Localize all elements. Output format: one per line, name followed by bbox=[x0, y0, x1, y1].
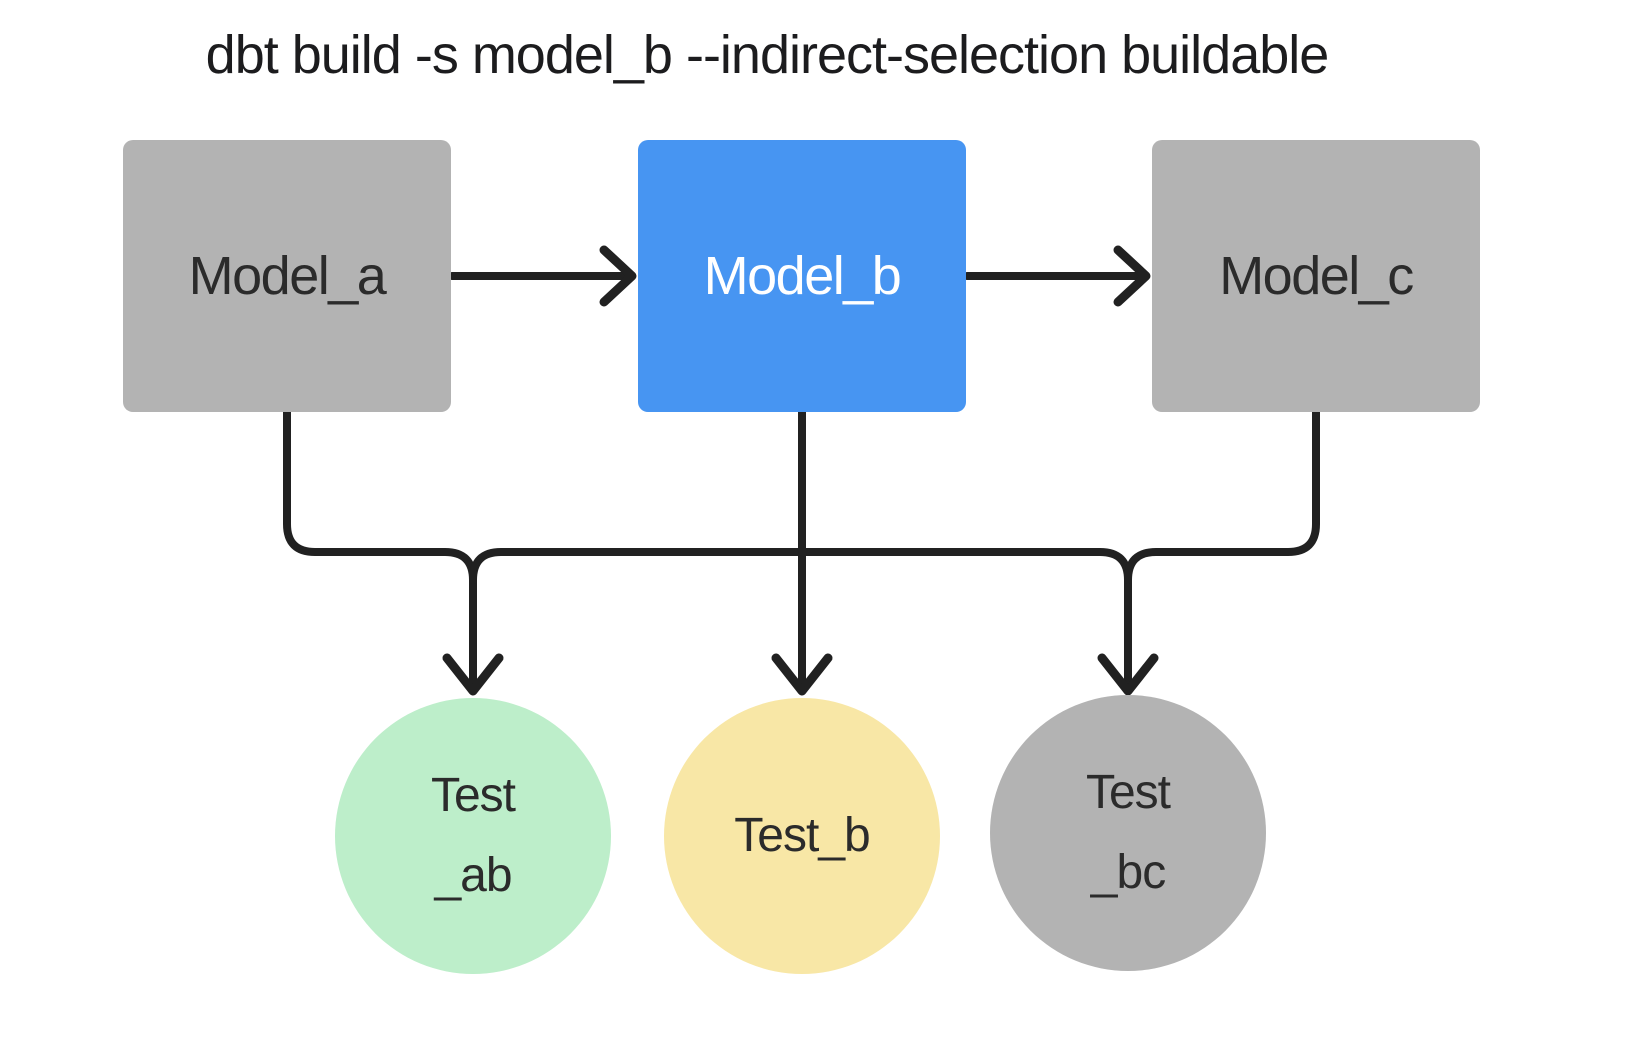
node-test-bc-label-line1: Test bbox=[1085, 766, 1171, 819]
edge-model-c-to-test-bc bbox=[1124, 402, 1320, 584]
diagram-title: dbt build -s model_b --indirect-selectio… bbox=[205, 25, 1330, 85]
node-test-bc: Test _bc bbox=[990, 695, 1266, 971]
node-test-ab-label-line1: Test bbox=[430, 769, 516, 822]
arrowhead-model-c bbox=[1113, 245, 1151, 307]
arrowhead-test-b bbox=[771, 653, 833, 696]
node-test-ab-label-line2: _ab bbox=[434, 849, 512, 902]
node-test-ab: Test _ab bbox=[335, 698, 611, 974]
edge-model-b-to-test-bc bbox=[798, 548, 1132, 690]
node-model-a-label: Model_a bbox=[188, 246, 387, 306]
node-model-b: Model_b bbox=[638, 140, 966, 412]
node-test-b: Test_b bbox=[664, 698, 940, 974]
arrowhead-test-ab bbox=[442, 653, 504, 696]
node-test-bc-label-line2: _bc bbox=[1090, 846, 1166, 899]
node-model-c: Model_c bbox=[1152, 140, 1480, 412]
node-model-c-label: Model_c bbox=[1219, 246, 1414, 306]
arrowhead-test-bc bbox=[1097, 653, 1159, 696]
node-model-b-label: Model_b bbox=[703, 246, 902, 306]
node-test-b-label-line1: Test_b bbox=[734, 809, 870, 862]
edge-model-b-to-test-ab bbox=[469, 548, 806, 584]
arrowhead-model-b bbox=[599, 245, 637, 307]
edge-model-a-to-test-ab bbox=[283, 402, 477, 690]
node-model-a: Model_a bbox=[123, 140, 451, 412]
